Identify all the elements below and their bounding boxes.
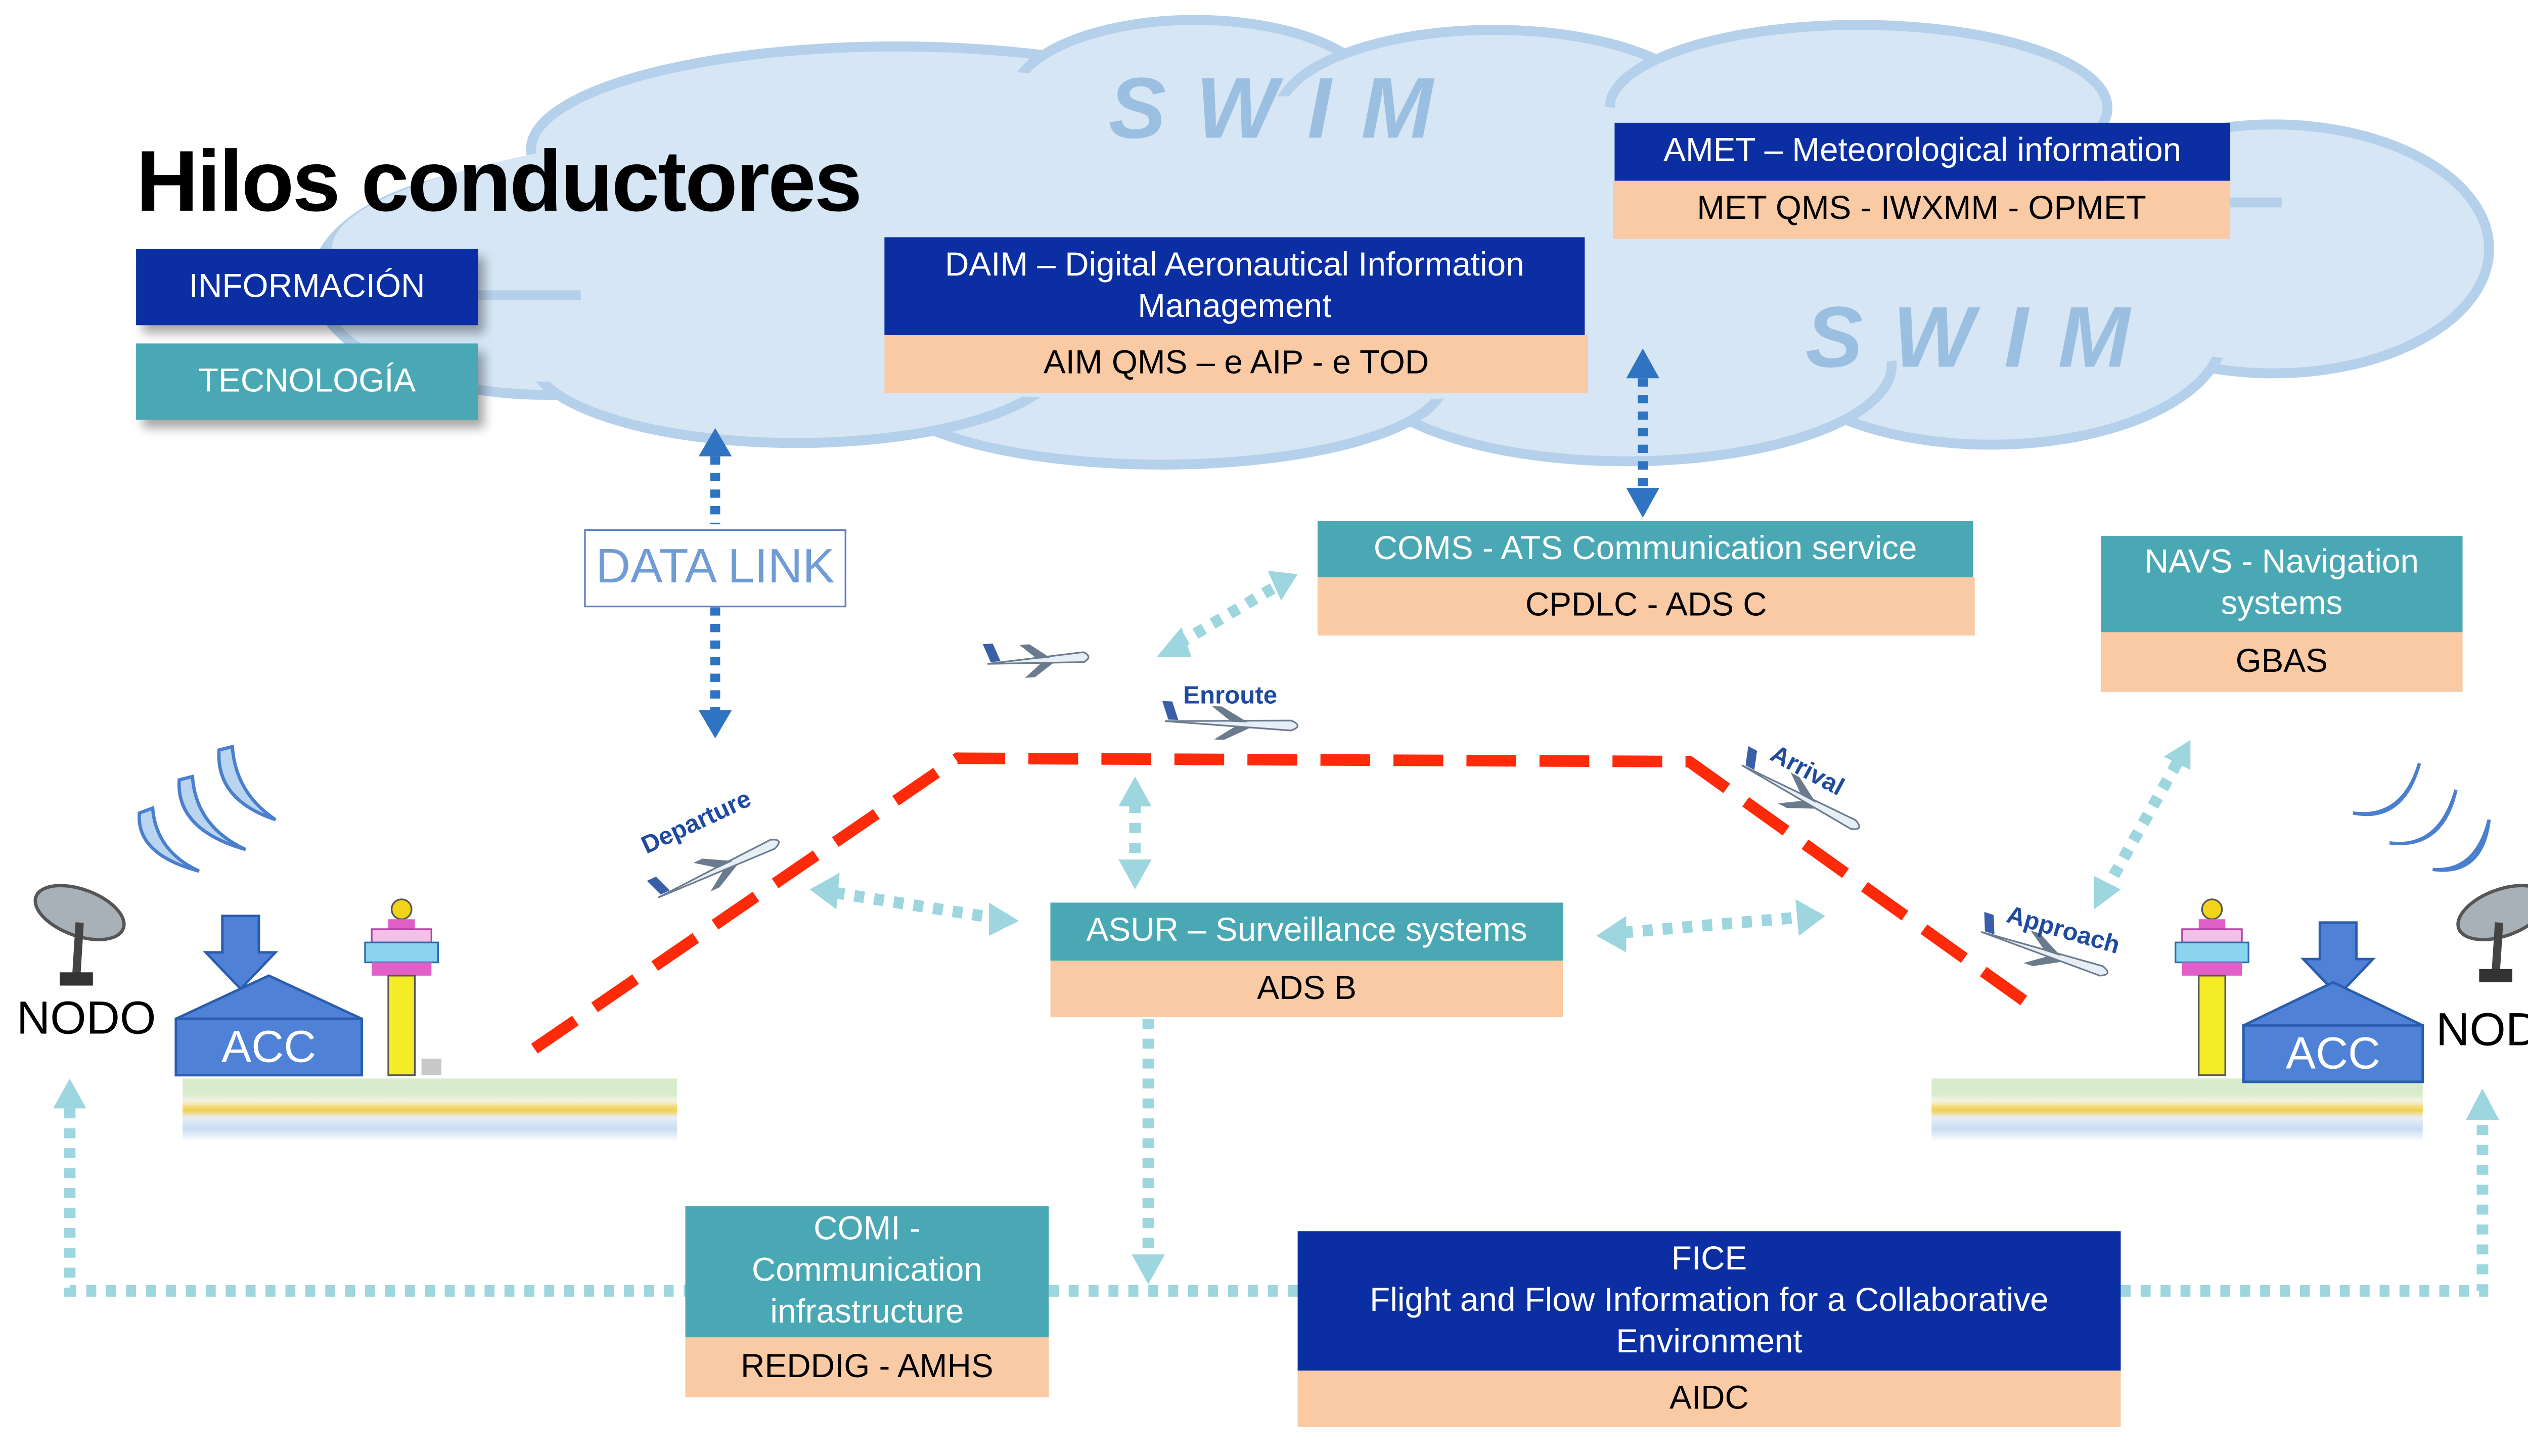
navs-sub: GBAS [2101,632,2463,692]
enroute-label: Enroute [1183,681,1278,710]
coms-sub: CPDLC - ADS C [1317,577,1975,636]
light-arrows [64,582,2489,1297]
airplane-enroute-icon [1162,701,1299,740]
control-tower-right-icon [2175,898,2249,1076]
amet-sub: MET QMS - IWXMM - OPMET [1613,180,2231,239]
runway-left [183,1078,678,1142]
acc-right-label: ACC [2285,1028,2381,1078]
flight-route [531,752,2042,1054]
page-title: Hilos conductores [136,134,862,231]
legend-technology: TECNOLOGÍA [136,343,478,420]
daim-sub: AIM QMS – e AIP - e TOD [884,335,1588,393]
daim-title: DAIM – Digital Aeronautical Information … [884,237,1585,335]
acc-building-left-icon [174,915,363,1077]
navs-title: NAVS - Navigation systems [2101,536,2463,632]
radio-waves-right [2353,762,2491,872]
airplane-coms-icon [982,643,1090,678]
swim-label-top: SWIM [1108,61,1463,158]
fice-title-line2: Flight and Flow Information for a Collab… [1370,1282,2049,1360]
data-link-label: DATA LINK [584,529,846,608]
coms-title: COMS - ATS Communication service [1317,521,1973,578]
acc-building-right-icon [2242,921,2424,1083]
comi-sub: REDDIG - AMHS [685,1337,1049,1397]
dark-arrows [710,378,1648,710]
legend-information: INFORMACIÓN [136,249,478,326]
asur-title: ASUR – Surveillance systems [1050,902,1563,961]
fice-title: FICE Flight and Flow Information for a C… [1297,1231,2121,1371]
satellite-dish-left-icon [33,884,126,986]
radio-waves-left [138,744,277,873]
node-right-label: NODO [2436,1004,2528,1056]
fice-title-line1: FICE [1671,1240,1747,1277]
swim-label-bottom: SWIM [1805,290,2160,387]
node-left-label: NODO [16,992,156,1044]
comi-title: COMI - Communication infrastructure [685,1206,1049,1338]
satellite-dish-right-icon [2456,884,2528,982]
asur-sub: ADS B [1050,961,1563,1017]
acc-left-label: ACC [221,1021,317,1071]
airplane-approach-icon [1981,912,2108,977]
fice-sub: AIDC [1297,1370,2121,1427]
control-tower-left-icon [364,898,442,1076]
airplane-departure-icon [647,839,780,898]
airplane-arrival-icon [1741,746,1860,830]
runway-right [1931,1078,2423,1142]
amet-title: AMET – Meteorological information [1614,122,2231,181]
